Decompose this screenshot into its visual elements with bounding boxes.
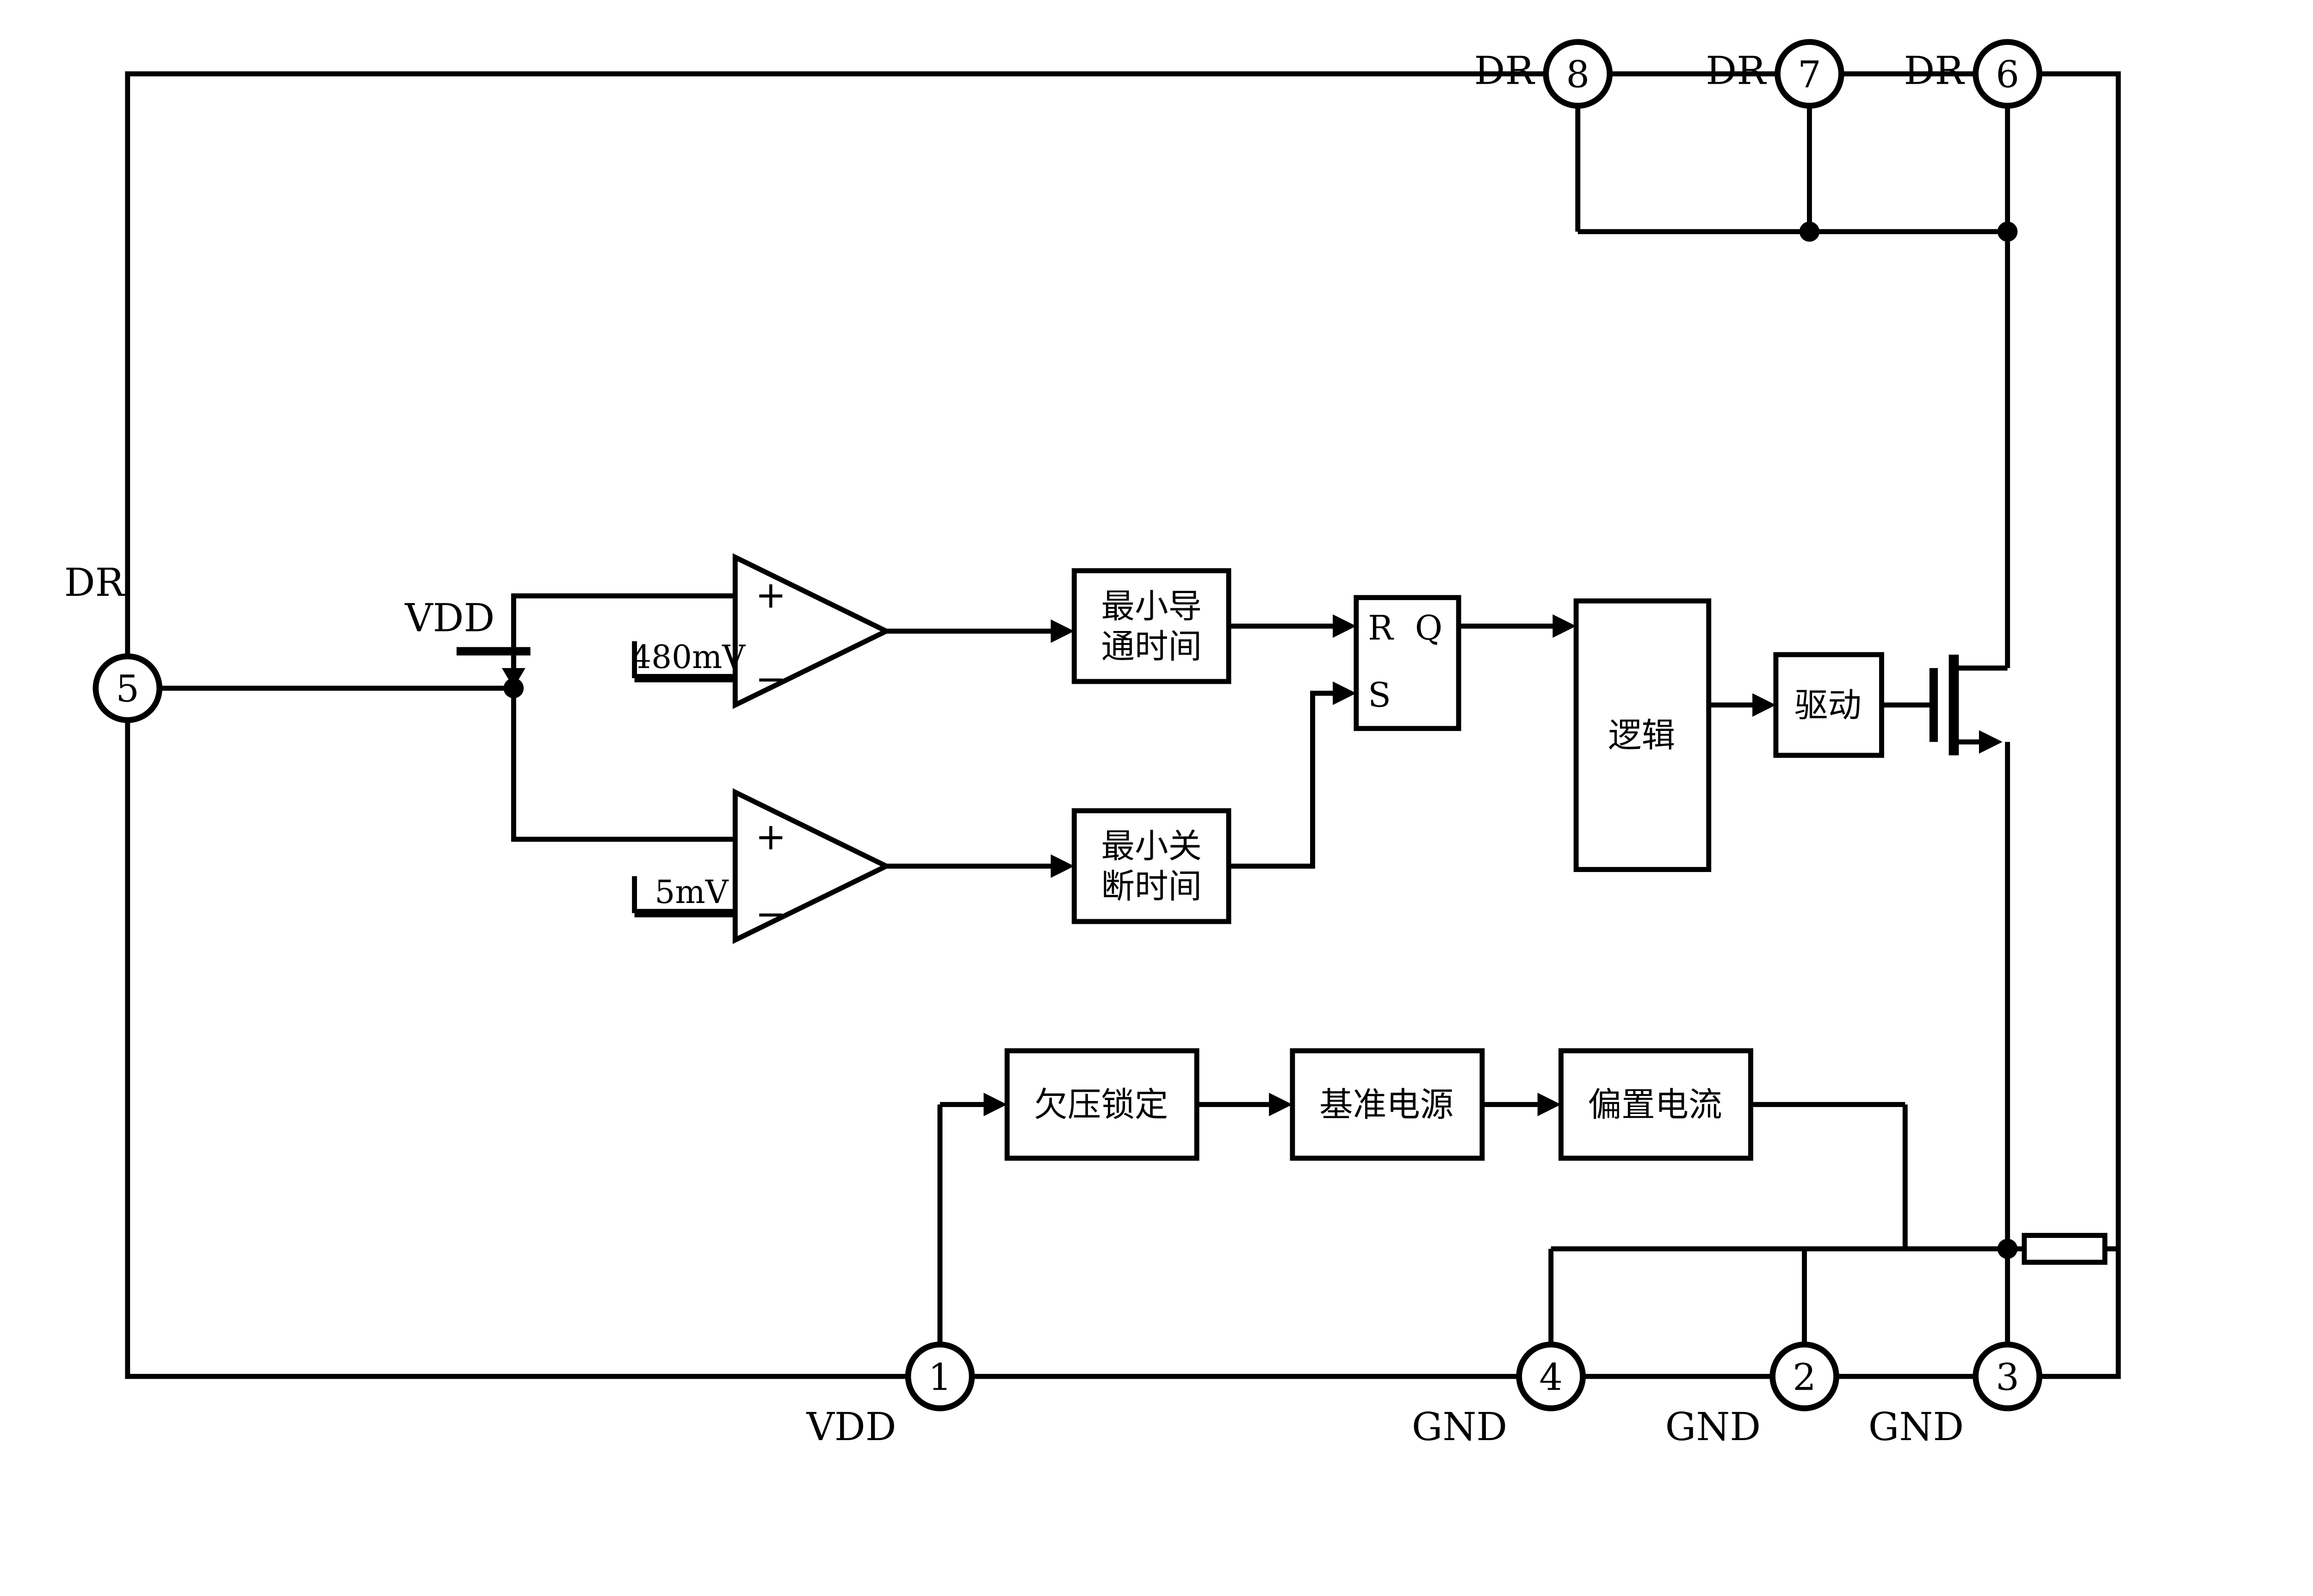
wire-to-upper-comparator — [511, 593, 736, 688]
ic-block-diagram: VDD + − 480mV + − 5mV 最小导 通时间 — [64, 39, 2121, 1447]
block-label-line1: 最小关 — [1101, 827, 1202, 866]
block-box — [1071, 568, 1231, 684]
pin1-circle — [905, 1342, 975, 1411]
arrow-icon — [1051, 854, 1075, 878]
uvlo-box — [1004, 1048, 1200, 1161]
arrow-icon — [983, 1093, 1008, 1116]
arrow-icon — [1051, 619, 1075, 643]
block-label: 驱动 — [1794, 686, 1862, 725]
pin6-label: DR — [1904, 48, 1965, 93]
pin3-number: 3 — [1996, 1355, 2019, 1398]
plus-input-label: + — [755, 573, 786, 616]
pin2-label: GND — [1665, 1404, 1761, 1447]
arrow-icon — [1537, 1093, 1561, 1116]
minus-input-label: − — [755, 657, 786, 700]
pin4-label: GND — [1412, 1404, 1508, 1447]
pin3-circle — [1973, 1342, 2042, 1411]
block-label-line2: 通时间 — [1101, 627, 1202, 666]
block-label-line1: 最小导 — [1101, 587, 1202, 626]
pin7-label: DR — [1706, 48, 1767, 93]
comparator-triangle — [732, 788, 892, 944]
block-box — [1071, 808, 1231, 924]
arrow-icon — [1552, 614, 1577, 638]
arrow-icon — [1752, 693, 1776, 717]
pins: DR 5 DR 8 DR 7 DR 6 VDD 1 GND 4 GND 2 GN… — [64, 39, 2042, 1447]
latch-r-label: R — [1368, 609, 1394, 648]
power-mosfet — [1929, 655, 2010, 1249]
arrow-icon — [1332, 614, 1356, 638]
pin2-number: 2 — [1793, 1355, 1816, 1398]
rs-latch: R Q S — [1354, 595, 1577, 731]
latch-q-label: Q — [1415, 609, 1442, 648]
arrow-icon — [1269, 1093, 1293, 1116]
pin6-number: 6 — [1996, 53, 2019, 96]
latch-s-label: S — [1368, 676, 1391, 715]
pin5-number: 5 — [116, 668, 139, 711]
pin4-circle — [1516, 1342, 1586, 1411]
driver-block: 驱动 — [1773, 652, 1934, 758]
junction-dot — [1799, 221, 1820, 242]
pin4-number: 4 — [1539, 1355, 1563, 1398]
logic-block: 逻辑 — [1573, 598, 1776, 872]
block-label-line2: 断时间 — [1101, 867, 1202, 906]
pin8-label: DR — [1474, 48, 1535, 93]
ground-network — [1548, 1233, 2119, 1345]
pin7-circle — [1775, 39, 1844, 109]
arrow-icon — [1332, 681, 1356, 705]
upper-comparator: + − 480mV — [631, 553, 1075, 709]
sense-resistor — [2022, 1233, 2108, 1265]
plus-input-label: + — [755, 815, 786, 858]
uvlo-label: 欠压锁定 — [1034, 1086, 1168, 1125]
block-diagram-page: VDD + − 480mV + − 5mV 最小导 通时间 — [64, 39, 2121, 1447]
block-label: 逻辑 — [1608, 717, 1675, 755]
pin3-label: GND — [1868, 1404, 1964, 1447]
comparator-triangle — [732, 553, 892, 709]
pin8-number: 8 — [1566, 53, 1589, 96]
reference-box — [1290, 1048, 1485, 1161]
min-on-time-block: 最小导 通时间 — [1071, 568, 1356, 684]
pin5-label: DR — [64, 560, 125, 605]
block-box — [1354, 595, 1461, 731]
lower-comparator: + − 5mV — [632, 788, 1075, 944]
reference-label: 基准电源 — [1319, 1086, 1453, 1125]
housekeeping-chain: 欠压锁定 基准电源 偏置电流 — [937, 1048, 1908, 1345]
ref-lower-label: 5mV — [655, 874, 729, 911]
bias-box — [1558, 1048, 1753, 1161]
bias-label: 偏置电流 — [1588, 1086, 1722, 1125]
mosfet-source-arrow-icon — [1979, 730, 2003, 754]
block-box — [1573, 598, 1712, 872]
pin6-circle — [1973, 39, 2042, 109]
ref-upper-label: 480mV — [631, 639, 746, 676]
pin2-circle — [1769, 1342, 1839, 1411]
minus-input-label: − — [755, 892, 786, 935]
wire-to-lower-comparator — [511, 688, 736, 842]
vdd-tap-label: VDD — [404, 595, 495, 640]
sense-input-group: VDD — [159, 593, 736, 842]
drain-pin-group — [1575, 105, 2018, 668]
pin8-circle — [1543, 39, 1613, 109]
pin1-label: VDD — [806, 1404, 897, 1447]
pin1-number: 1 — [928, 1355, 952, 1398]
min-off-time-block: 最小关 断时间 — [1071, 681, 1356, 924]
pin5-circle — [93, 653, 163, 723]
wire — [1229, 691, 1336, 869]
pin7-number: 7 — [1798, 53, 1821, 96]
